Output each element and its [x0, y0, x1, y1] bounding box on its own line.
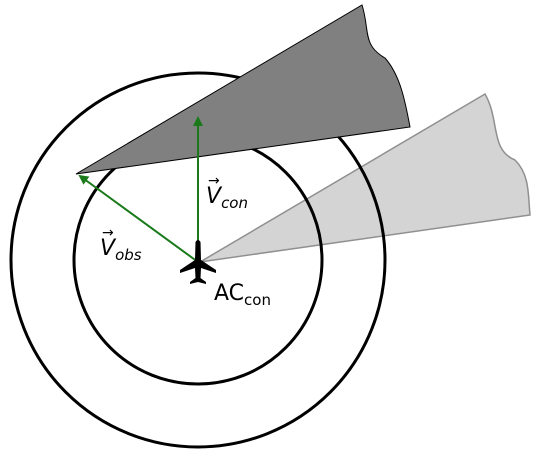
outer-circle [9, 71, 387, 449]
v-obs-vector [78, 174, 199, 263]
v-con-base: V [206, 184, 222, 209]
v-con-subscript: con [221, 194, 248, 212]
ac-con-subscript: con [244, 291, 271, 309]
v-obs-subscript: obs [115, 246, 142, 264]
v-con-label: →Vcon [206, 174, 248, 212]
vector-arrow-mark: → [102, 225, 114, 241]
ac-con-base: AC [214, 281, 245, 306]
dark-cone [75, 4, 411, 175]
airplane-icon [180, 240, 216, 284]
vector-arrow-mark: → [208, 173, 220, 189]
v-obs-base: V [100, 236, 116, 261]
ac-con-label: ACcon [214, 283, 271, 308]
v-obs-label: →Vobs [100, 226, 142, 264]
